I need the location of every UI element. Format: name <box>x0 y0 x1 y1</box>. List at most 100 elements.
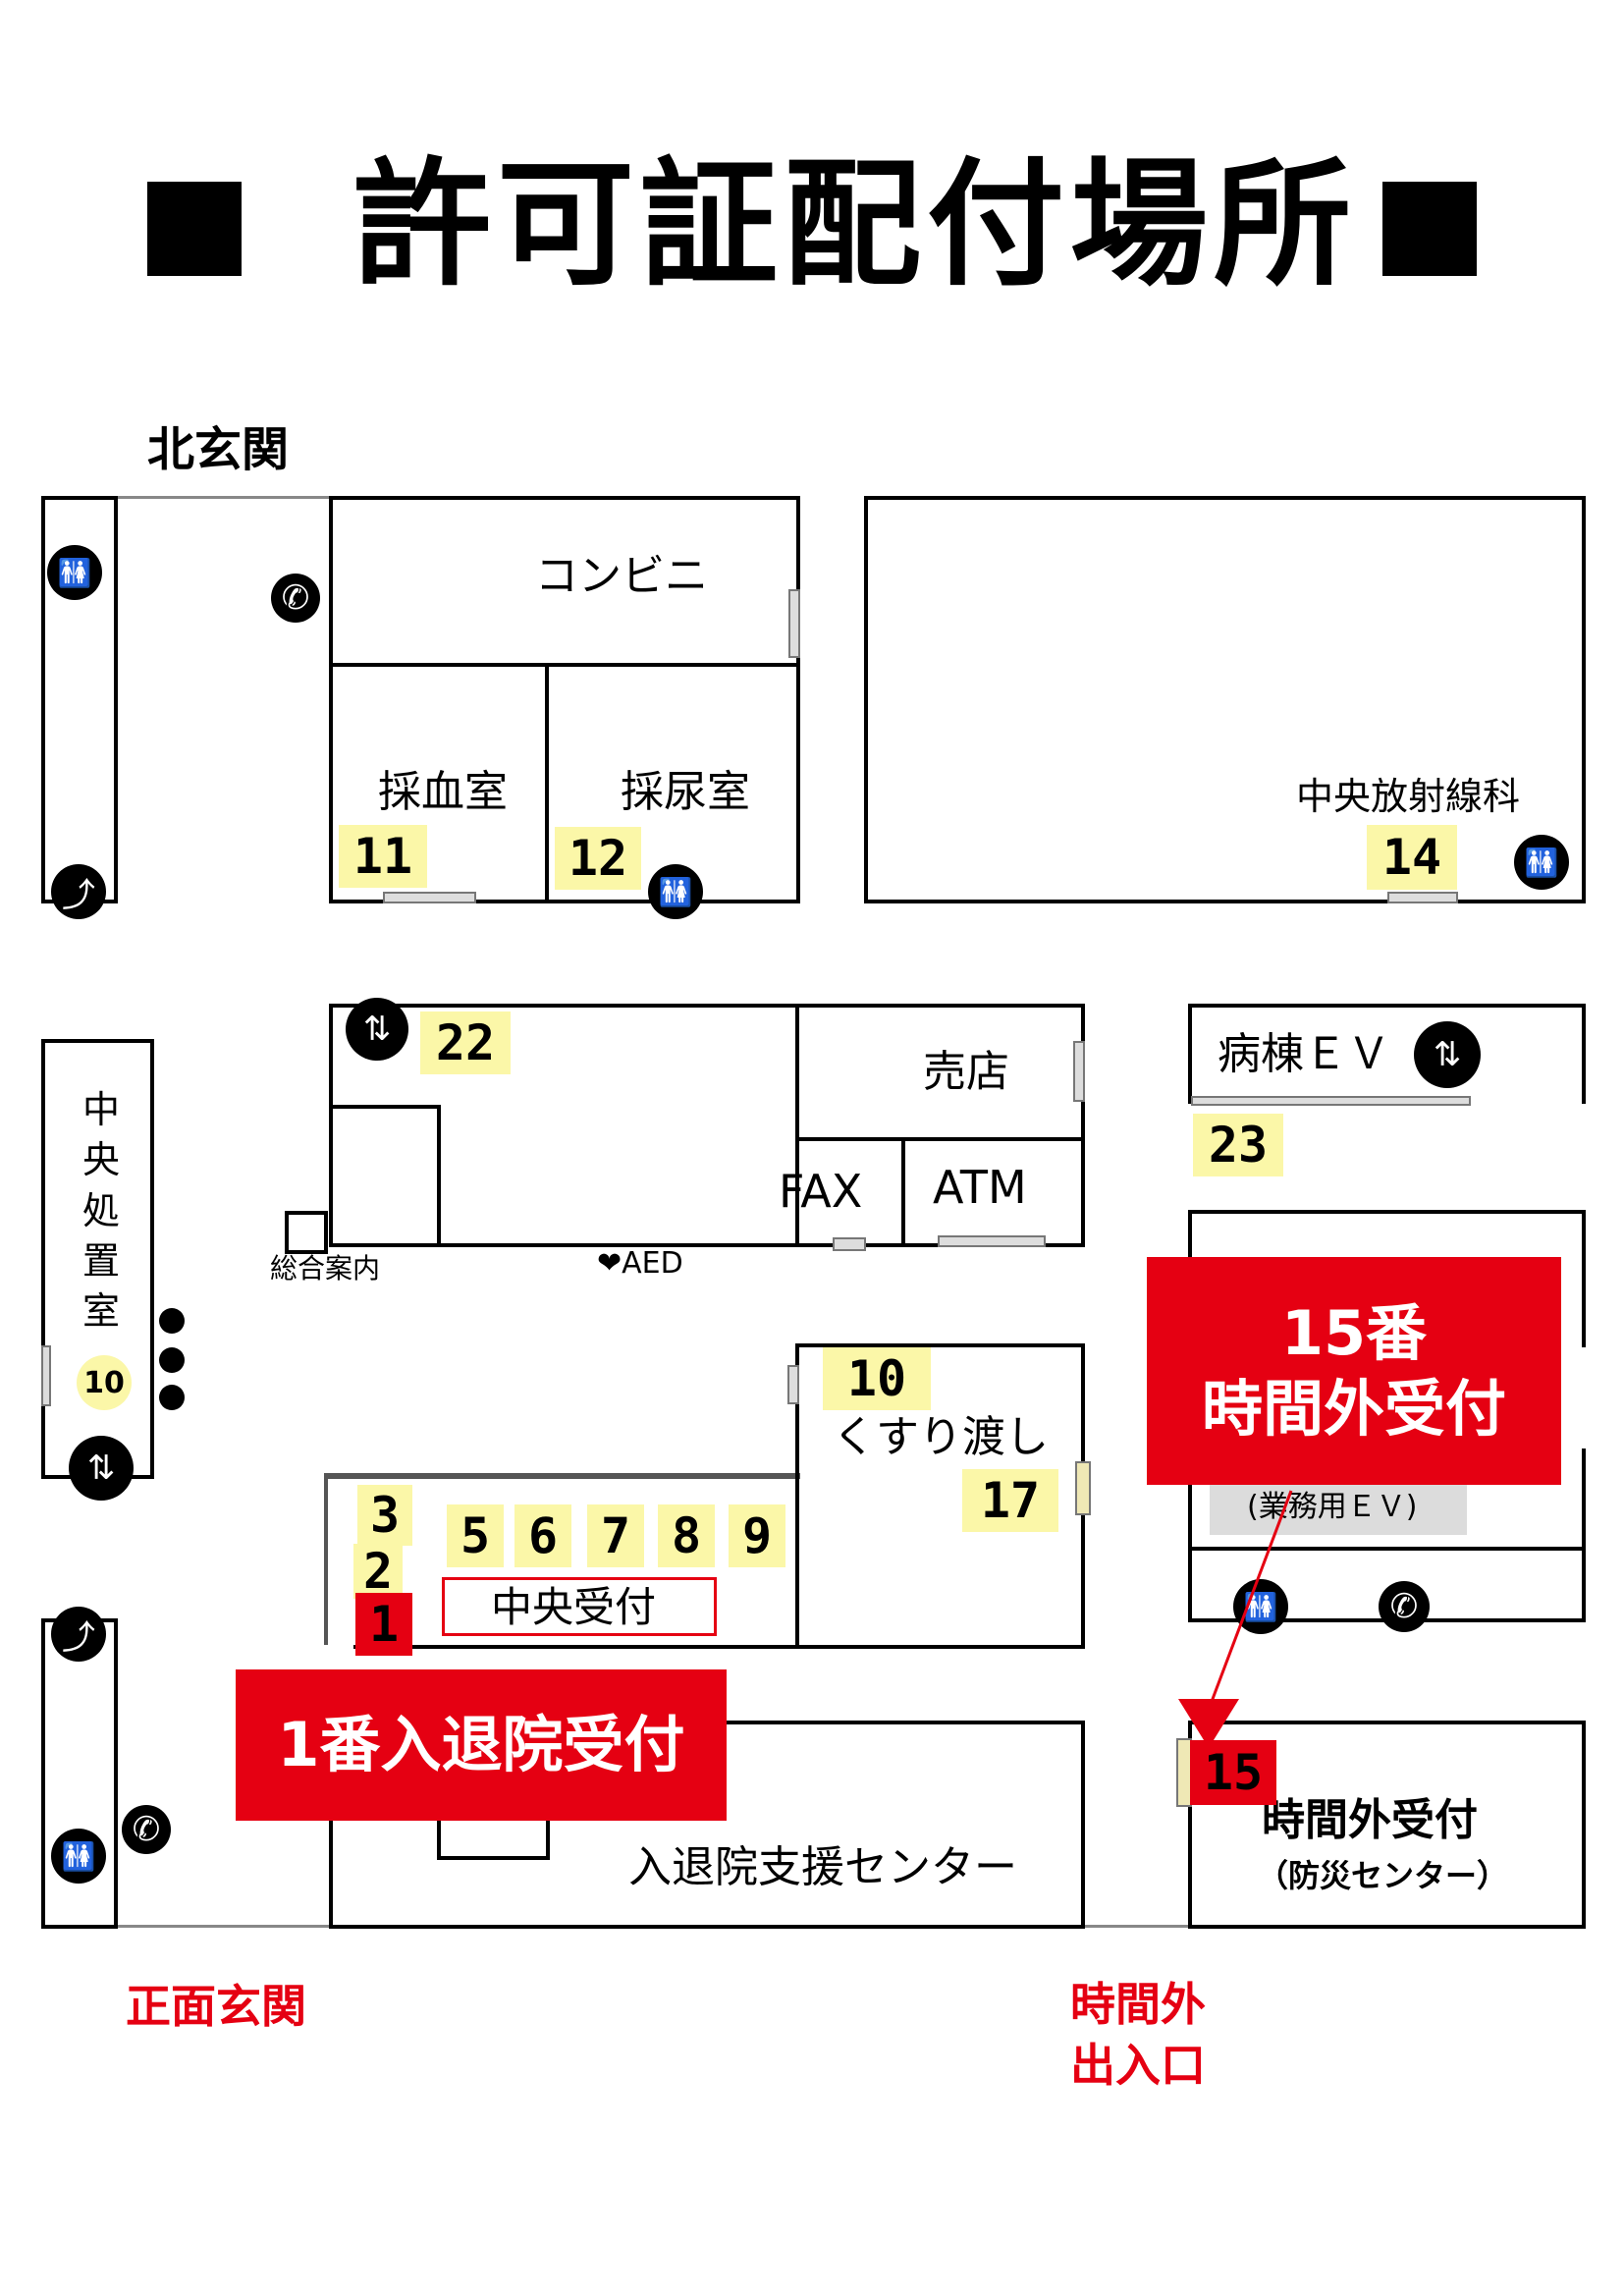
page-title: 許可証配付場所 <box>353 145 1358 305</box>
phone-icon: ✆ <box>1379 1581 1430 1632</box>
shop-label: 売店 <box>923 1047 1009 1097</box>
central-reception-label: 中央受付 <box>491 1583 657 1631</box>
dot-3 <box>159 1385 185 1410</box>
fax-atm-divider <box>901 1137 905 1247</box>
front-entrance-gap <box>118 1925 329 1928</box>
ward-ev-label: 病棟ＥＶ <box>1218 1029 1390 1079</box>
restroom-icon: 🚻 <box>47 545 102 600</box>
shop-block <box>329 1004 1085 1247</box>
staff-ev-area <box>1210 1478 1467 1535</box>
phone-icon: ✆ <box>122 1805 171 1854</box>
inner-room-h <box>329 1105 439 1109</box>
staff-block-top <box>1188 1210 1586 1214</box>
elevator-icon: ⇅ <box>69 1436 134 1501</box>
after-hours-entrance-gap <box>1085 1925 1188 1928</box>
counter-11: 11 <box>339 825 427 888</box>
title-square-left <box>147 182 242 276</box>
shop-divider-h <box>795 1137 1085 1141</box>
convenience-store-label: コンビニ <box>535 551 708 601</box>
conv-door <box>788 589 800 658</box>
central-reception-box <box>442 1577 717 1636</box>
after-hours-entrance-line1: 時間外 <box>1070 1978 1206 2031</box>
fax-door <box>833 1237 866 1251</box>
counter-17: 17 <box>962 1469 1058 1532</box>
ward-ev-left <box>1188 1004 1192 1104</box>
reception-top <box>324 1473 800 1479</box>
ward-ev-right <box>1582 1004 1586 1104</box>
counter-23: 23 <box>1193 1114 1283 1176</box>
pharmacy-label: くすり渡し <box>833 1412 1049 1462</box>
callout-arrow-line <box>1208 1490 1293 1708</box>
dot-1 <box>159 1308 185 1334</box>
ward-ev-top <box>1188 1004 1586 1008</box>
callout-arrow-head <box>1178 1699 1239 1748</box>
restroom-icon: 🚻 <box>51 1829 106 1884</box>
radiology-label: 中央放射線科 <box>1296 775 1521 818</box>
pharmacy-door-right <box>1075 1461 1091 1515</box>
blood-door <box>383 892 476 903</box>
shop-door <box>1073 1041 1085 1102</box>
admission-1-callout: 1番入退院受付 <box>236 1669 727 1821</box>
after-hours-block <box>1188 1721 1586 1929</box>
counter-14: 14 <box>1367 825 1457 890</box>
reception-15-callout-line2: 時間外受付 <box>1201 1373 1506 1445</box>
restroom-icon: 🚻 <box>648 864 703 919</box>
reception-left <box>324 1473 328 1645</box>
reception-15-callout-line1: 15番 <box>1280 1296 1428 1369</box>
urine-collection-label: 採尿室 <box>621 767 750 817</box>
counter-10: 10 <box>823 1347 931 1410</box>
counter-10-circle: 10 <box>77 1355 132 1410</box>
after-hours-reception-label: 時間外受付 <box>1262 1795 1478 1845</box>
dot-2 <box>159 1347 185 1373</box>
radiology-block <box>864 496 1586 903</box>
front-entrance-label: 正面玄関 <box>126 1980 306 2033</box>
admission-support-label: 入退院支援センター <box>628 1842 1017 1892</box>
inner-room-v <box>437 1105 441 1247</box>
staff-block-right <box>1582 1210 1586 1347</box>
staff-block-right-lower <box>1582 1449 1586 1620</box>
north-entrance-gap <box>118 496 329 499</box>
north-entrance-label: 北玄関 <box>147 422 290 477</box>
counter-12: 12 <box>555 827 641 890</box>
pharmacy-door-left <box>787 1365 799 1404</box>
info-desk-box <box>285 1211 328 1254</box>
disaster-center-label: （防災センター） <box>1257 1857 1509 1894</box>
atm-door <box>938 1235 1046 1247</box>
restroom-icon: 🚻 <box>1233 1579 1288 1634</box>
counter-15: 15 <box>1190 1740 1276 1805</box>
counter-9: 9 <box>729 1504 785 1567</box>
aed-label: ❤AED <box>597 1246 683 1281</box>
counter-7: 7 <box>587 1504 644 1567</box>
admission-1-callout-text: 1番入退院受付 <box>277 1709 685 1781</box>
reception-15-callout: 15番 時間外受付 <box>1147 1257 1561 1485</box>
counter-3: 3 <box>357 1485 412 1546</box>
stairs-icon: ⤴ <box>51 864 106 919</box>
radiology-door <box>1387 892 1458 903</box>
central-treatment-label: 中央処置室 <box>82 1088 121 1334</box>
counter-22: 22 <box>420 1011 511 1074</box>
conv-divider <box>329 663 800 667</box>
phone-icon: ✆ <box>271 574 320 623</box>
blood-collection-label: 採血室 <box>378 767 508 817</box>
top-left-block <box>329 496 800 903</box>
title-square-right <box>1382 182 1477 276</box>
elevator-icon: ⇅ <box>346 998 408 1061</box>
elevator-icon: ⇅ <box>1414 1021 1481 1088</box>
treatment-door <box>41 1345 51 1406</box>
restroom-icon: 🚻 <box>1514 835 1569 890</box>
fax-label: FAX <box>779 1165 863 1218</box>
counter-6: 6 <box>514 1504 571 1567</box>
staff-ev-label: (業務用ＥＶ) <box>1247 1490 1418 1524</box>
counter-8: 8 <box>658 1504 715 1567</box>
staff-block-mid <box>1188 1547 1586 1551</box>
counter-2: 2 <box>353 1544 403 1599</box>
counter-1: 1 <box>355 1593 412 1656</box>
info-desk-label: 総合案内 <box>270 1252 381 1285</box>
stairs-icon: ⤴ <box>51 1607 106 1662</box>
counter-5: 5 <box>447 1504 504 1567</box>
reception-bottom <box>353 1645 1085 1649</box>
atm-label: ATM <box>933 1161 1027 1214</box>
shop-divider-v <box>795 1004 799 1247</box>
blood-urine-divider <box>545 663 549 903</box>
